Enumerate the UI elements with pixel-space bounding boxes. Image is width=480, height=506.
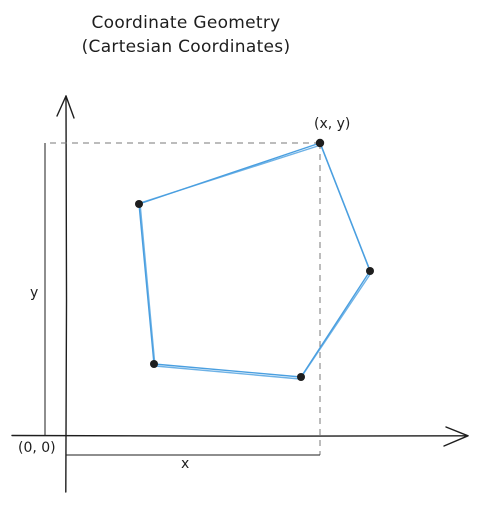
vertex-point: [150, 360, 158, 368]
y-measure-label: y: [30, 285, 38, 301]
point-xy-label: (x, y): [314, 116, 350, 132]
pentagon-shape: [138, 142, 372, 380]
x-axis: [11, 426, 469, 447]
origin-label: (0, 0): [18, 440, 56, 456]
vertex-point: [135, 200, 143, 208]
diagram-title-line-2: (Cartesian Coordinates): [82, 37, 291, 57]
vertex-point-xy: [315, 138, 325, 148]
diagram-title-line-1: Coordinate Geometry: [91, 13, 280, 33]
y-axis: [56, 95, 75, 493]
x-measure-label: x: [181, 456, 189, 472]
vertex-point: [297, 373, 305, 381]
vertex-point: [366, 267, 374, 275]
